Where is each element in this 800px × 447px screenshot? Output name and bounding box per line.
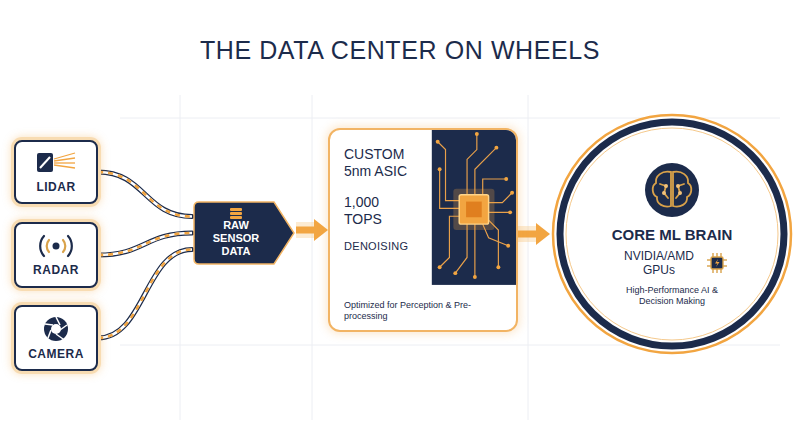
wire-outline	[98, 250, 192, 339]
arrow-glow	[518, 226, 536, 242]
arrowhead	[314, 219, 328, 241]
sensor-box: LIDAR	[14, 140, 98, 204]
wire-data-dashes	[98, 250, 192, 339]
flow-arrow	[296, 219, 328, 241]
label-row: NVIDIA/AMD GPUs	[615, 249, 729, 277]
wire-core	[98, 172, 192, 217]
sensor-data-bundle	[98, 250, 192, 339]
asic-panel: CUSTOM 5nm ASIC 1,000 TOPS DENOISING Optimi…	[328, 128, 518, 332]
sensor-data-bundle	[98, 172, 192, 217]
wire-outline	[98, 172, 192, 217]
diagram-title: THE DATA CENTER ON WHEELS	[0, 36, 800, 65]
brain-circle: CORE ML BRAIN NVIDIA/AMD GPUs High-Perfor…	[550, 112, 794, 356]
arrow-shaft	[518, 231, 536, 238]
node-label: High-Performance AI & Decision Making	[616, 285, 728, 307]
gpu-chip-icon	[705, 251, 729, 275]
data-stack-icon	[228, 208, 244, 219]
node-label: CUSTOM 5nm ASIC	[344, 146, 428, 180]
sensor-box: CAMERA	[14, 305, 98, 371]
node-label: CORE ML BRAIN	[612, 226, 733, 243]
wire-core	[98, 250, 192, 339]
sensor-box: RADAR	[14, 222, 98, 288]
node-label: RAW SENSOR DATA	[200, 219, 272, 258]
camera-aperture-icon	[41, 315, 71, 343]
radar-icon	[34, 233, 78, 259]
brain-icon	[640, 162, 704, 218]
arrow-glow	[296, 222, 314, 238]
node-label: 1,000 TOPS	[344, 194, 400, 228]
arrow-shaft	[296, 227, 314, 234]
node-label: Optimized for Perception & Pre-processin…	[344, 300, 506, 322]
wire-data-dashes	[98, 172, 192, 217]
data-arrow-box: RAW SENSOR DATA	[192, 200, 296, 266]
node-label: NVIDIA/AMD GPUs	[615, 249, 703, 277]
node-label: DENOISING	[344, 240, 432, 252]
node-label: CAMERA	[28, 347, 84, 361]
node-label: LIDAR	[36, 180, 75, 194]
node-label: RADAR	[33, 263, 79, 277]
arrowhead	[536, 223, 550, 245]
lidar-icon	[34, 150, 78, 176]
flow-arrow	[518, 223, 550, 245]
